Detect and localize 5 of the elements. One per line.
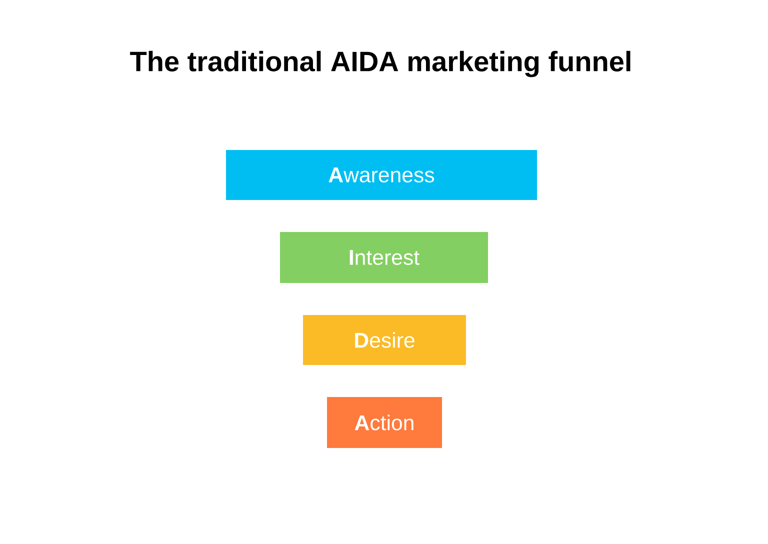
- stage-box: Awareness: [226, 150, 537, 200]
- stage-box: Action: [327, 397, 442, 448]
- stage-box: Desire: [303, 315, 466, 365]
- stage-box: Interest: [280, 232, 488, 283]
- title: The traditional AIDA marketing funnel: [130, 50, 630, 78]
